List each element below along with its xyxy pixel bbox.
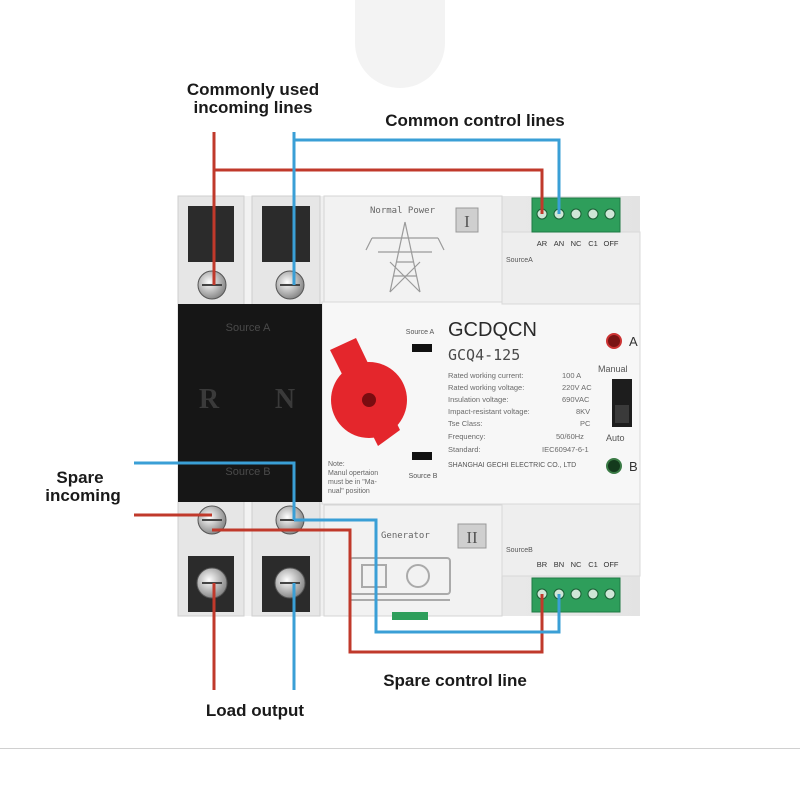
spec-value: 50/60Hz <box>556 432 584 441</box>
spec-label: Standard: <box>448 445 481 454</box>
screw-icon <box>197 505 227 535</box>
callout-common-control: Common control lines <box>385 111 564 130</box>
indicator-b-lamp <box>606 458 622 474</box>
terminal-top-caption: SourceA <box>506 257 533 264</box>
spec-label: Rated working voltage: <box>448 383 524 392</box>
manual-label: Manual <box>598 364 628 374</box>
red-wires <box>134 132 544 690</box>
bottom-divider <box>0 748 800 749</box>
spec-value: 100 A <box>562 371 581 380</box>
terminal-label: AR <box>537 239 548 248</box>
terminal-bottom-caption: SourceB <box>506 547 533 554</box>
indicator-a-label: A <box>629 334 638 349</box>
brand-name: GCDQCN <box>448 319 537 341</box>
spec-table: Rated working current: 100 A Rated worki… <box>448 371 592 454</box>
terminal-label: AN <box>554 239 564 248</box>
callout-common-incoming-line1: Commonly used <box>187 80 319 99</box>
spec-value: 690VAC <box>562 395 590 404</box>
callout-spare-incoming-line1: Spare <box>56 468 103 487</box>
roman-1-badge <box>455 207 479 233</box>
note-line: nual" position <box>328 488 370 495</box>
source-a-small-label: Source A <box>406 329 435 336</box>
rotary-handle-knob[interactable] <box>330 338 407 446</box>
phase-r-label: R <box>199 384 220 415</box>
source-b-window <box>412 452 432 460</box>
blue-wire-common-control <box>294 138 561 214</box>
generator-label: Generator <box>381 531 430 541</box>
auto-label: Auto <box>606 433 625 443</box>
roman-2-badge <box>457 523 487 549</box>
terminal-label: BN <box>554 560 564 569</box>
blue-wire-spare-incoming <box>134 461 296 520</box>
indicator-b-label: B <box>629 459 638 474</box>
terminal-label: OFF <box>604 239 619 248</box>
top-notch <box>355 0 445 88</box>
terminal-labels-bottom: BR BN NC C1 OFF <box>537 560 619 569</box>
callout-load-output: Load output <box>206 701 305 720</box>
terminal-slot <box>262 206 310 262</box>
front-panel-source-a-label: Source A <box>226 322 271 334</box>
screw-icon <box>275 270 305 300</box>
spec-label: Rated working current: <box>448 371 523 380</box>
spec-label: Insulation voltage: <box>448 395 508 404</box>
terminal-label: NC <box>571 560 582 569</box>
switch-lever <box>615 405 629 423</box>
terminal-label: NC <box>571 239 582 248</box>
terminal-label: C1 <box>588 239 598 248</box>
spec-value: IEC60947-6-1 <box>542 445 589 454</box>
right-rail-bottom <box>501 503 641 577</box>
source-a-window <box>412 344 432 352</box>
spec-label: Tse Class: <box>448 419 483 428</box>
manual-operation-note: Note: Manul opertaion must be in "Ma- nu… <box>328 461 378 495</box>
front-panel <box>178 304 322 502</box>
screw-icon <box>274 567 306 599</box>
spec-label: Impact-resistant voltage: <box>448 407 530 416</box>
terminal-label: C1 <box>588 560 598 569</box>
source-b-small-label: Source B <box>409 473 438 480</box>
callout-spare-control: Spare control line <box>383 671 527 690</box>
screw-icon <box>196 567 228 599</box>
spec-label: Frequency: <box>448 432 486 441</box>
red-wire-common-control <box>214 168 544 214</box>
manufacturer-name: SHANGHAI GECHI ELECTRIC CO., LTD <box>448 462 576 469</box>
spec-value: PC <box>580 419 591 428</box>
callout-spare-incoming-line2: incoming <box>45 486 121 505</box>
blue-wires <box>134 132 561 690</box>
note-line: must be in "Ma- <box>328 479 377 486</box>
terminal-label: OFF <box>604 560 619 569</box>
blue-wire-spare-control <box>294 518 561 634</box>
note-line: Note: <box>328 461 345 468</box>
terminal-labels-top: AR AN NC C1 OFF <box>537 239 619 248</box>
model-number: GCQ4-125 <box>448 346 520 364</box>
green-tab <box>392 612 428 620</box>
indicator-a-lamp <box>606 333 622 349</box>
callout-common-incoming-line2: incoming lines <box>193 98 312 117</box>
spec-value: 8KV <box>576 407 590 416</box>
normal-power-label: Normal Power <box>370 206 436 216</box>
spec-value: 220V AC <box>562 383 592 392</box>
terminal-label: BR <box>537 560 548 569</box>
front-panel-source-b-label: Source B <box>225 466 270 478</box>
roman-1-label: I <box>464 212 470 231</box>
phase-n-label: N <box>275 384 295 415</box>
note-line: Manul opertaion <box>328 470 378 477</box>
terminal-slot <box>188 206 234 262</box>
power-tower-icon <box>365 221 445 293</box>
screw-icon <box>197 270 227 300</box>
roman-2-label: II <box>466 528 478 547</box>
